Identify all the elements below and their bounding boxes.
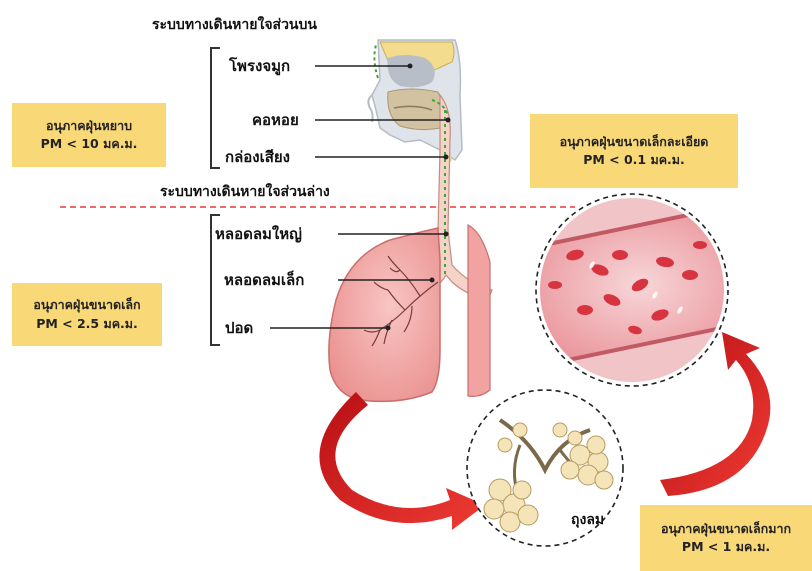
coarse-pm-size: PM < 10 มค.ม. [41,135,138,153]
upper-bracket [210,47,220,169]
very-fine-pm-size: PM < 1 มค.ม. [682,538,770,556]
coarse-pm-note: อนุภาคฝุ่นหยาบ PM < 10 มค.ม. [12,103,166,167]
coarse-pm-title: อนุภาคฝุ่นหยาบ [46,117,132,135]
right-lung [468,225,490,396]
very-fine-pm-title: อนุภาคฝุ่นขนาดเล็กมาก [661,520,791,538]
bloodstream-circle [520,190,760,390]
left-lung [329,228,440,401]
ultrafine-pm-note: อนุภาคฝุ่นขนาดเล็กละเอียด PM < 0.1 มค.ม. [530,114,738,188]
fine-pm-note: อนุภาคฝุ่นขนาดเล็ก PM < 2.5 มค.ม. [12,283,162,346]
fine-pm-title: อนุภาคฝุ่นขนาดเล็ก [33,296,140,314]
bronchi-label: หลอดลมเล็ก [224,268,304,292]
very-fine-pm-note: อนุภาคฝุ่นขนาดเล็กมาก PM < 1 มค.ม. [640,505,812,571]
pharynx-label: คอหอย [252,108,299,132]
arrow-to-alveoli [319,392,485,530]
nasal-cavity-label: โพรงจมูก [229,54,290,78]
larynx-label: กล่องเสียง [225,145,290,169]
ultrafine-pm-title: อนุภาคฝุ่นขนาดเล็กละเอียด [560,133,709,151]
fine-pm-size: PM < 2.5 มค.ม. [36,315,138,333]
trachea-label: หลอดลมใหญ่ [215,222,302,246]
alveoli-label: ถุงลม [571,509,604,531]
lung-label: ปอด [225,316,253,340]
ultrafine-pm-size: PM < 0.1 มค.ม. [583,151,685,169]
